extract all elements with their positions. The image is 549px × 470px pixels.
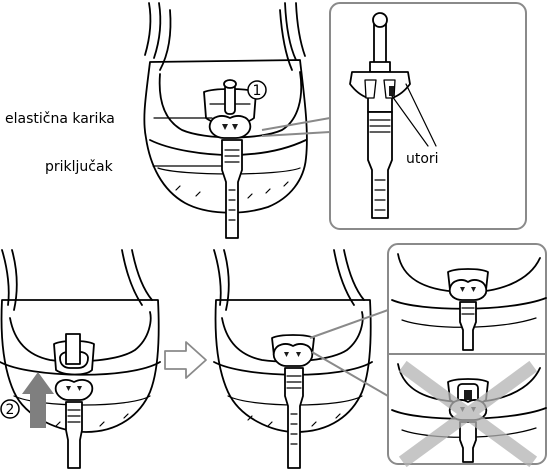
label-grooves: utori [406,151,439,167]
label-elastic-ring: elastična karika [5,111,115,127]
callout-correct-vs-wrong [388,244,546,464]
callout-zoom-connector: utori [330,3,526,229]
panel-3-seated [214,250,372,468]
step-2-marker: 2 [1,400,19,418]
step-1-marker: 1 [248,81,266,99]
label-connector: priključak [45,159,114,175]
panel-2-push-up: 2 [0,250,160,468]
panel-1-earbud: 1 [144,3,307,238]
right-arrow-outline-icon [165,342,206,378]
step-1-number: 1 [253,83,262,99]
step-2-number: 2 [6,402,15,418]
